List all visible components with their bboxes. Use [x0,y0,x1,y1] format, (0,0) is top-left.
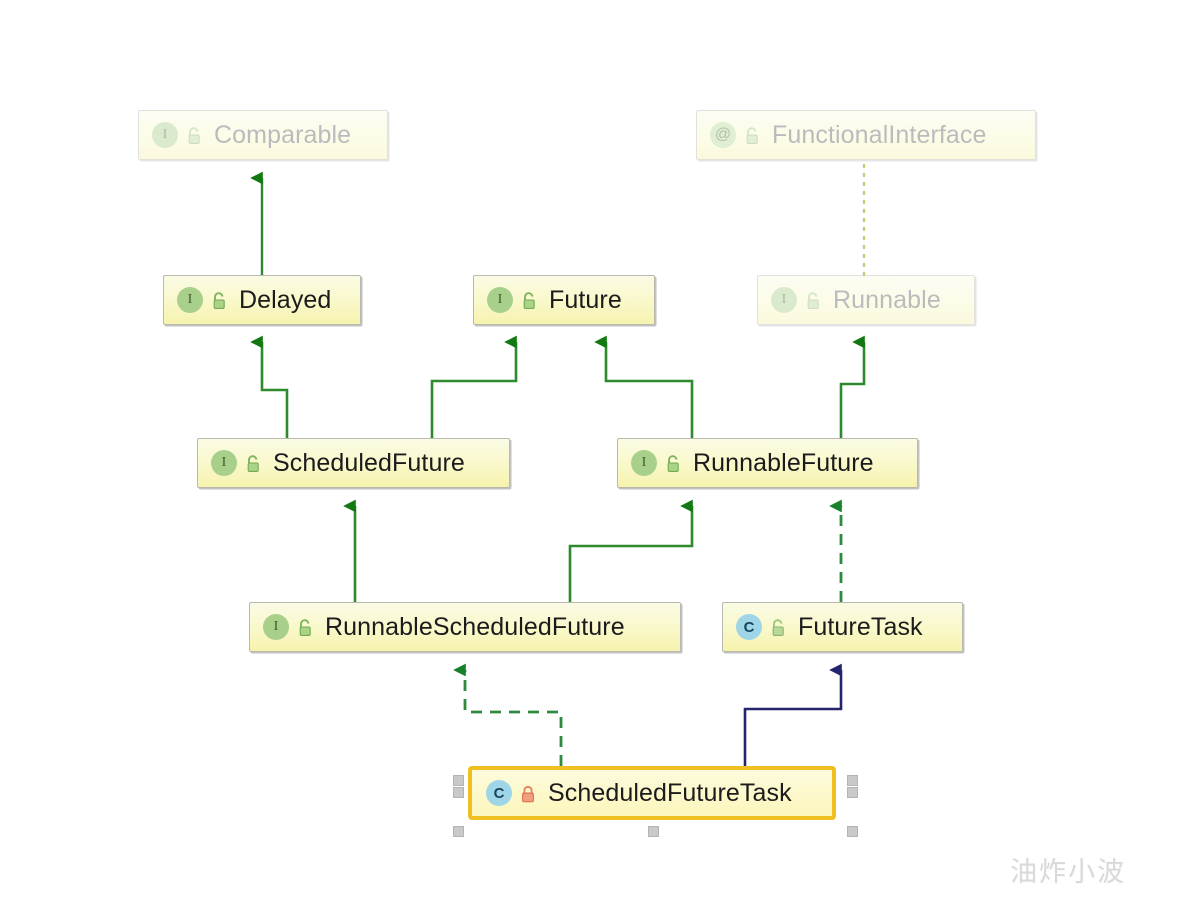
public-lock-icon [804,291,822,311]
edge-sft-to-rsf [465,670,563,766]
public-lock-icon [664,454,682,474]
node-label: RunnableScheduledFuture [325,612,625,641]
interface-badge-icon: I [487,287,513,313]
private-lock-icon [519,784,537,804]
node-future[interactable]: I Future [473,275,655,325]
selection-handle-sw[interactable] [453,826,464,837]
selection-handle-se[interactable] [847,826,858,837]
interface-badge-icon: I [177,287,203,313]
interface-badge-icon: I [631,450,657,476]
node-label: RunnableFuture [693,448,874,477]
node-delayed[interactable]: I Delayed [163,275,361,325]
node-functionalinterface[interactable]: @ FunctionalInterface [696,110,1036,160]
class-badge-icon: C [736,614,762,640]
selection-handle-e[interactable] [847,787,858,798]
annotation-badge-icon: @ [710,122,736,148]
node-comparable[interactable]: I Comparable [138,110,388,160]
selection-handle-nw[interactable] [453,775,464,786]
edge-runnablefuture-to-future [606,342,694,438]
public-lock-icon [185,126,203,146]
interface-badge-icon: I [152,122,178,148]
node-label: Future [549,285,622,314]
node-futuretask[interactable]: C FutureTask [722,602,963,652]
edge-sft-to-futuretask [743,670,843,766]
node-runnablescheduledfuture[interactable]: I RunnableScheduledFuture [249,602,681,652]
selection-handle-w[interactable] [453,787,464,798]
node-scheduledfuture[interactable]: I ScheduledFuture [197,438,510,488]
node-label: FunctionalInterface [772,120,987,149]
edge-scheduledfuture-to-future [430,342,518,438]
selection-handle-s[interactable] [648,826,659,837]
node-scheduledfuturetask[interactable]: C ScheduledFutureTask [468,766,836,820]
public-lock-icon [210,291,228,311]
public-lock-icon [296,618,314,638]
public-lock-icon [743,126,761,146]
public-lock-icon [244,454,262,474]
class-badge-icon: C [486,780,512,806]
node-runnablefuture[interactable]: I RunnableFuture [617,438,918,488]
edge-scheduledfuture-to-delayed [262,342,289,438]
interface-badge-icon: I [771,287,797,313]
node-label: Delayed [239,285,332,314]
node-label: ScheduledFutureTask [548,778,792,807]
interface-badge-icon: I [211,450,237,476]
public-lock-icon [769,618,787,638]
node-label: FutureTask [798,612,923,641]
watermark: 油炸小波 [1010,857,1126,888]
interface-badge-icon: I [263,614,289,640]
edge-rsf-to-runnablefuture [568,506,694,602]
edge-runnablefuture-to-runnable [839,342,866,438]
node-label: Runnable [833,285,941,314]
node-runnable[interactable]: I Runnable [757,275,975,325]
node-label: Comparable [214,120,352,149]
node-label: ScheduledFuture [273,448,465,477]
public-lock-icon [520,291,538,311]
selection-handle-ne[interactable] [847,775,858,786]
